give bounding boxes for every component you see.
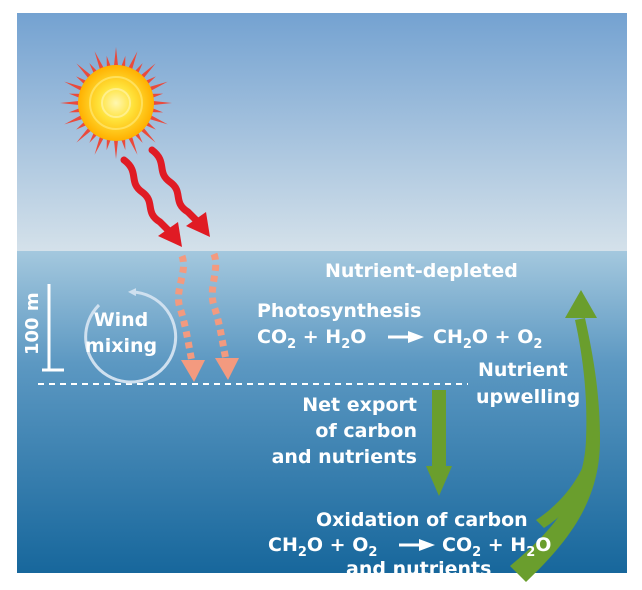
svg-text:CH2O + O2: CH2O + O2	[268, 534, 377, 560]
sun-ray	[120, 55, 126, 69]
sun-ray	[94, 51, 105, 71]
sun-ray	[94, 135, 105, 155]
sun-ray	[64, 114, 84, 125]
nutrient-upwelling-line2: upwelling	[476, 386, 580, 408]
sun-ray	[76, 63, 93, 80]
net-export-line1: Net export	[302, 394, 417, 416]
net-export-line2: of carbon	[315, 420, 417, 442]
sun-ray	[64, 81, 84, 92]
photosynthesis-equation: CO2 + H2O CH2O + O2	[257, 326, 542, 352]
sun-ray	[120, 137, 126, 151]
svg-text:CO2 + H2O: CO2 + H2O	[257, 326, 366, 352]
sun-ray	[113, 47, 119, 68]
svg-text:CH2O + O2: CH2O + O2	[433, 326, 542, 352]
depth-scale-label: 100 m	[22, 292, 43, 355]
sun-ray	[68, 107, 82, 113]
sun-ray	[106, 137, 112, 151]
sun-ray	[150, 107, 164, 113]
photosynthesis-label: Photosynthesis	[257, 300, 422, 322]
sun-ray	[127, 135, 138, 155]
sun-ray	[139, 63, 156, 80]
oxidation-equation: CH2O + O2 CO2 + H2O	[268, 534, 551, 560]
sun-ray	[139, 126, 156, 143]
sun-ray	[148, 81, 168, 92]
sun-ray	[151, 100, 172, 106]
depth-scale-bar	[42, 284, 64, 372]
wind-mixing-line1: Wind	[94, 309, 149, 331]
sun-ray	[148, 114, 168, 125]
sunlight-arrows	[120, 146, 210, 247]
sun-ray	[113, 138, 119, 159]
wind-mixing-line2: mixing	[85, 335, 157, 357]
sun-ray	[106, 55, 112, 69]
reaction-arrow-icon	[388, 331, 424, 343]
sun-ray	[68, 93, 82, 99]
sun-ray	[150, 93, 164, 99]
wind-mixing-icon	[84, 288, 178, 384]
ocean	[17, 251, 627, 573]
oxidation-title: Oxidation of carbon	[316, 509, 528, 531]
nutrient-upwelling-line1: Nutrient	[478, 359, 568, 381]
reaction-arrow-icon	[399, 539, 435, 551]
sun-icon	[60, 47, 172, 159]
oxidation-line3: and nutrients	[346, 558, 491, 580]
underwater-light-arrows	[175, 252, 239, 382]
sun-ray	[60, 100, 81, 106]
upwelling-arrow	[510, 290, 600, 582]
sun-ray	[127, 51, 138, 71]
net-export-arrow	[426, 390, 452, 496]
net-export-line3: and nutrients	[272, 446, 417, 468]
svg-text:CO2 + H2O: CO2 + H2O	[442, 534, 551, 560]
sun-ray	[76, 126, 93, 143]
nutrient-depleted-label: Nutrient-depleted	[325, 260, 518, 282]
